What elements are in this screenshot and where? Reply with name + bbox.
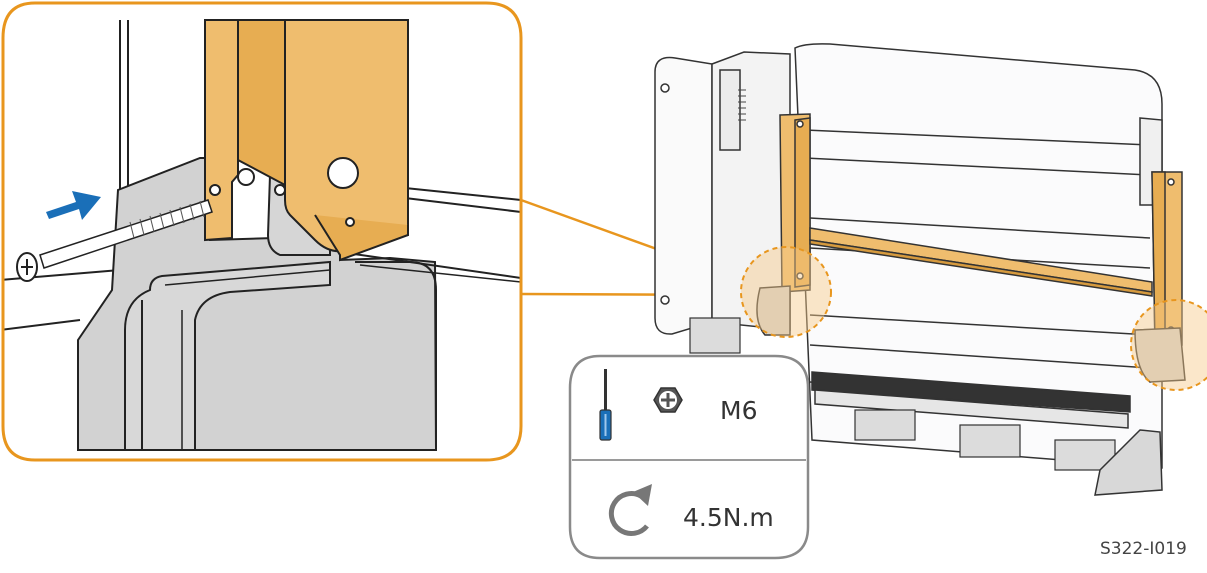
zoom-detail-view <box>1 1 523 462</box>
rotate-clockwise-icon <box>608 484 652 537</box>
torque-value-label: 4.5N.m <box>683 503 774 532</box>
insert-direction-arrow <box>46 191 101 220</box>
bracket-highlight-circles <box>740 246 1207 391</box>
phillips-screw-head-icon <box>653 387 683 413</box>
screw-size-label: M6 <box>720 396 758 425</box>
overview-mounting-feet <box>756 285 1186 383</box>
figure-id-label: S322-I019 <box>1100 539 1187 559</box>
orange-bracket <box>204 19 409 262</box>
screw <box>16 199 213 282</box>
zoom-frame <box>1 1 523 462</box>
screwdriver-icon <box>599 369 612 441</box>
overview-bracket <box>779 113 1183 346</box>
spec-panel <box>568 354 810 560</box>
